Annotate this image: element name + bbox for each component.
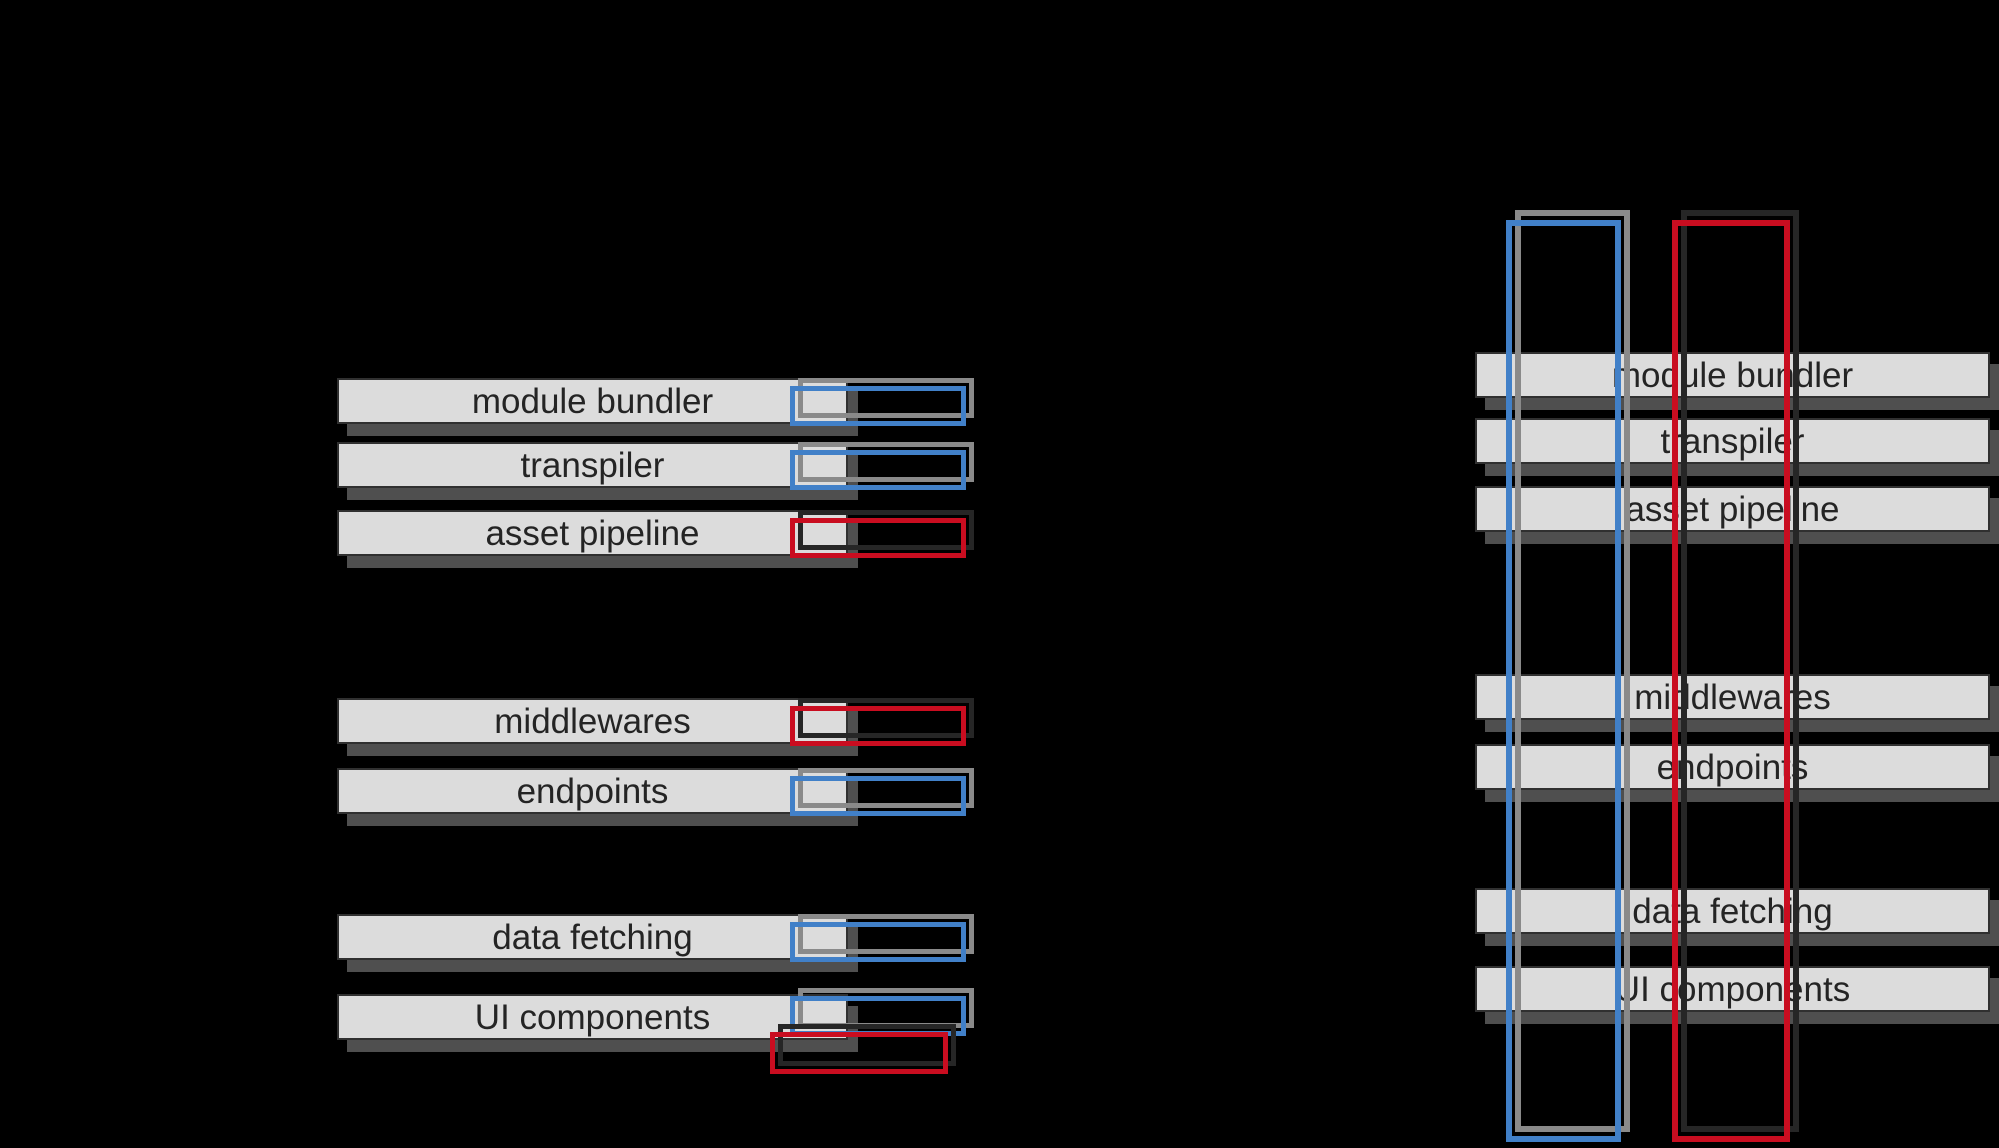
- tag-rect-module-bundler: [790, 378, 974, 426]
- vertical-slice-outline: [1672, 220, 1790, 1142]
- layer-bar-label: endpoints: [516, 771, 669, 811]
- tag-rect-outline: [790, 518, 966, 558]
- tag-rect-outline: [790, 450, 966, 490]
- tag-rect-middlewares: [790, 698, 974, 746]
- tag-rect-shadow: [798, 768, 974, 808]
- vertical-slice-shadow: [1515, 210, 1630, 1132]
- layer-bar-label: asset pipeline: [485, 513, 700, 553]
- layer-bar-data-fetching: data fetching: [337, 914, 848, 960]
- layer-bar-middlewares: middlewares: [1475, 674, 1990, 720]
- tag-rect-outline: [790, 776, 966, 816]
- layer-bar-middlewares: middlewares: [337, 698, 848, 744]
- layer-bar-ui-components: UI components: [1475, 966, 1990, 1012]
- layer-bar-label: module bundler: [1611, 355, 1854, 395]
- layer-bar-endpoints: endpoints: [337, 768, 848, 814]
- tag-rect-shadow: [798, 510, 974, 550]
- layer-bar-label: module bundler: [471, 381, 714, 421]
- vertical-slice-rect-2: [1672, 210, 1799, 1142]
- layer-bar-label: asset pipeline: [1625, 489, 1840, 529]
- vertical-slice-shadow: [1681, 210, 1799, 1132]
- tag-rect-outline: [790, 922, 966, 962]
- tag-rect-ui-components-2: [770, 1024, 956, 1074]
- layer-bar-label: transpiler: [520, 445, 665, 485]
- tag-rect-asset-pipeline: [790, 510, 974, 558]
- layer-bar-endpoints: endpoints: [1475, 744, 1990, 790]
- tag-rect-outline: [770, 1032, 948, 1074]
- tag-rect-shadow: [798, 378, 974, 418]
- vertical-slice-outline: [1506, 220, 1621, 1142]
- layer-bar-module-bundler: module bundler: [337, 378, 848, 424]
- tag-rect-shadow: [798, 698, 974, 738]
- layer-bar-asset-pipeline: asset pipeline: [1475, 486, 1990, 532]
- layer-bar-ui-components: UI components: [337, 994, 848, 1040]
- layer-bar-label: data fetching: [492, 917, 693, 957]
- tag-rect-shadow: [798, 914, 974, 954]
- layer-bar-label: middlewares: [494, 701, 691, 741]
- layer-bar-transpiler: transpiler: [337, 442, 848, 488]
- tag-rect-transpiler: [790, 442, 974, 490]
- layer-bar-label: UI components: [1614, 969, 1851, 1009]
- layer-bar-label: data fetching: [1632, 891, 1833, 931]
- tag-rect-outline: [790, 386, 966, 426]
- layer-bar-label: UI components: [474, 997, 711, 1037]
- tag-rect-shadow: [778, 1024, 956, 1066]
- vertical-slice-rect-1: [1506, 210, 1630, 1142]
- tag-rect-endpoints: [790, 768, 974, 816]
- tag-rect-outline: [790, 706, 966, 746]
- tag-rect-shadow: [798, 442, 974, 482]
- layer-bar-data-fetching: data fetching: [1475, 888, 1990, 934]
- layer-bar-module-bundler: module bundler: [1475, 352, 1990, 398]
- layer-bar-transpiler: transpiler: [1475, 418, 1990, 464]
- tag-rect-data-fetching: [790, 914, 974, 962]
- layer-bar-asset-pipeline: asset pipeline: [337, 510, 848, 556]
